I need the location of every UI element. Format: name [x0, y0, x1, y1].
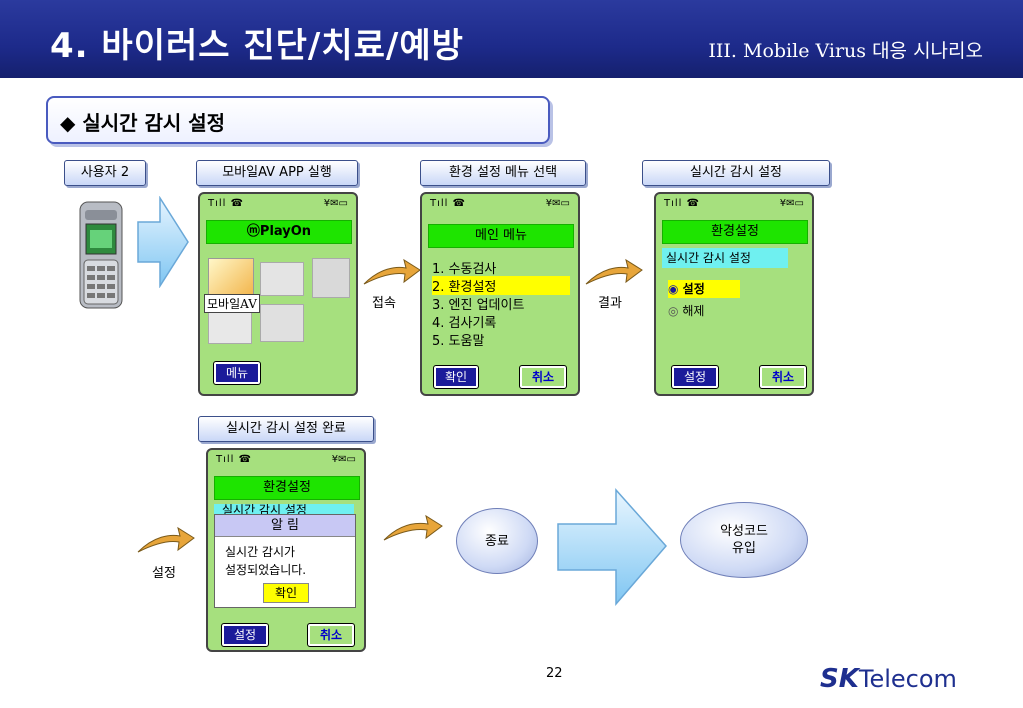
curved-arrow-icon — [137, 526, 195, 553]
message-icon: ¥✉▭ — [779, 198, 804, 209]
set-label: 설정 — [152, 566, 176, 581]
cancel-button[interactable]: 취소 — [307, 623, 355, 647]
option-off[interactable]: ◎ 해제 — [668, 304, 705, 318]
av-app-icon[interactable] — [208, 258, 254, 298]
step-label-launch: 모바일AV APP 실행 — [196, 160, 358, 186]
menu-item-manual-scan[interactable]: 1. 수동검사 — [432, 262, 497, 277]
option-on[interactable]: ◉ 설정 — [668, 280, 740, 298]
curved-arrow-icon — [585, 258, 643, 285]
malware-inflow-oval: 악성코드 유입 — [680, 502, 808, 578]
radio-unselected-icon: ◎ — [668, 304, 679, 318]
menu-item-engine-update[interactable]: 3. 엔진 업데이트 — [432, 298, 525, 313]
phone-screen-complete: Tıll ☎ ¥✉▭ 환경설정 실시간 감시 설정 알 림 실시간 감시가 설정… — [206, 448, 366, 652]
section-box — [46, 96, 550, 144]
big-arrow-icon — [137, 196, 189, 288]
page-number: 22 — [546, 666, 563, 681]
curved-arrow-icon — [363, 258, 421, 285]
ok-button[interactable]: 확인 — [433, 365, 479, 389]
signal-icon: Tıll ☎ — [208, 198, 245, 209]
alert-message-line1: 실시간 감시가 — [225, 545, 296, 559]
malware-line2: 유입 — [732, 541, 756, 556]
section-title: ◆ 실시간 감시 설정 — [60, 111, 226, 135]
signal-icon: Tıll ☎ — [430, 198, 467, 209]
cellphone-icon — [79, 201, 123, 309]
header-bar: 4. 바이러스 진단/치료/예방 III. Mobile Virus 대응 시나… — [0, 0, 1023, 78]
set-button[interactable]: 설정 — [671, 365, 719, 389]
app-icon[interactable] — [260, 304, 304, 342]
app-icon-grid: 모바일AV — [204, 256, 352, 348]
phone-screen-realtime: Tıll ☎ ¥✉▭ 환경설정 실시간 감시 설정 ◉ 설정 ◎ 해제 설정 취… — [654, 192, 814, 396]
message-icon: ¥✉▭ — [331, 454, 356, 465]
end-text: 종료 — [485, 533, 509, 549]
menu-item-settings[interactable]: 2. 환경설정 — [432, 276, 570, 295]
alert-title: 알 림 — [215, 515, 355, 537]
radio-selected-icon: ◉ — [668, 282, 679, 296]
step-label-menu-select: 환경 설정 메뉴 선택 — [420, 160, 586, 186]
signal-icon: Tıll ☎ — [664, 198, 701, 209]
message-icon: ¥✉▭ — [545, 198, 570, 209]
page-title: 4. 바이러스 진단/치료/예방 — [50, 26, 464, 66]
big-arrow-icon — [557, 488, 667, 607]
menu-item-help[interactable]: 5. 도움말 — [432, 334, 485, 349]
diamond-bullet-icon: ◆ — [60, 111, 76, 135]
step-label-complete: 실시간 감시 설정 완료 — [198, 416, 374, 442]
phone-screen-menu: Tıll ☎ ¥✉▭ 메인 메뉴 1. 수동검사 2. 환경설정 3. 엔진 업… — [420, 192, 580, 396]
step-label-user: 사용자 2 — [64, 160, 146, 186]
message-icon: ¥✉▭ — [323, 198, 348, 209]
app-icon[interactable] — [312, 258, 350, 298]
settings-title-bar: 환경설정 — [662, 220, 808, 244]
realtime-row: 실시간 감시 설정 — [214, 504, 354, 516]
menu-title-bar: 메인 메뉴 — [428, 224, 574, 248]
page-subtitle: III. Mobile Virus 대응 시나리오 — [708, 40, 983, 62]
alert-dialog: 알 림 실시간 감시가 설정되었습니다. 확인 — [214, 514, 356, 608]
av-app-label: 모바일AV — [204, 294, 260, 313]
curved-arrow-icon — [383, 514, 443, 541]
realtime-row: 실시간 감시 설정 — [662, 248, 788, 268]
step-label-realtime: 실시간 감시 설정 — [642, 160, 830, 186]
alert-message-line2: 설정되었습니다. — [225, 563, 307, 577]
result-label: 결과 — [598, 296, 622, 311]
alert-ok-button[interactable]: 확인 — [263, 583, 309, 603]
cancel-button[interactable]: 취소 — [519, 365, 567, 389]
sk-telecom-logo: SKTelecom — [820, 664, 957, 694]
app-title-bar: ⓜPlayOn — [206, 220, 352, 244]
settings-title-bar: 환경설정 — [214, 476, 360, 500]
connect-label: 접속 — [372, 296, 396, 311]
signal-icon: Tıll ☎ — [216, 454, 253, 465]
app-icon[interactable] — [208, 308, 252, 344]
set-button[interactable]: 설정 — [221, 623, 269, 647]
menu-button[interactable]: 메뉴 — [213, 361, 261, 385]
end-oval: 종료 — [456, 508, 538, 574]
malware-line1: 악성코드 — [720, 524, 768, 539]
cancel-button[interactable]: 취소 — [759, 365, 807, 389]
phone-screen-launch: Tıll ☎ ¥✉▭ ⓜPlayOn 모바일AV 메뉴 — [198, 192, 358, 396]
menu-item-scan-log[interactable]: 4. 검사기록 — [432, 316, 497, 331]
app-icon[interactable] — [260, 262, 304, 296]
